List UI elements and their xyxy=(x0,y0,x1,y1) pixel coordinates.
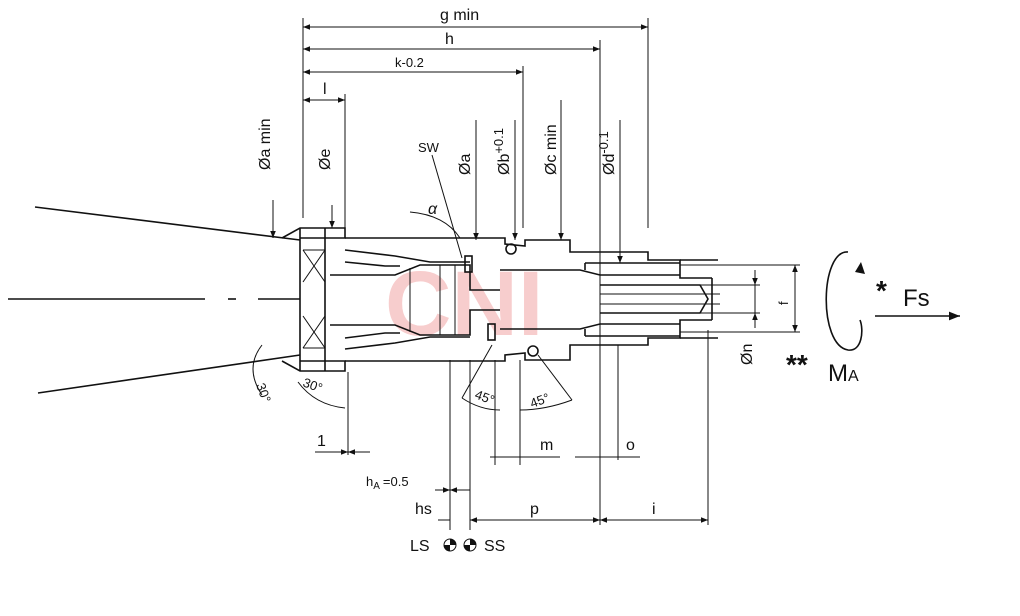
dim-hs: hs xyxy=(415,501,450,521)
label-a: Øa xyxy=(457,154,474,175)
dim-label-hs: hs xyxy=(415,501,432,518)
label-star-single: * xyxy=(876,275,887,306)
callout-a-min: Øa min xyxy=(257,118,276,238)
dim-label-o: o xyxy=(626,437,635,454)
dim-m: m xyxy=(490,437,560,458)
dim-label-g-min: g min xyxy=(440,7,479,24)
force-arrow: * Fs xyxy=(875,275,960,321)
angle-45-right: 45° xyxy=(519,354,573,411)
taper-lines xyxy=(34,206,301,394)
label-ss: SS xyxy=(484,538,505,555)
angle-30-right: 30° xyxy=(297,375,346,409)
ls-ss-legend: LS SS xyxy=(410,538,505,555)
dim-i: i xyxy=(600,501,708,523)
moment-label: ** MA xyxy=(786,349,859,387)
dim-label-f: f xyxy=(776,301,791,305)
callout-d: Ød-0.1 xyxy=(596,120,623,263)
dim-label-l-top: l xyxy=(323,81,327,98)
dim-l-bottom: 1 xyxy=(315,433,370,455)
dim-label-ha: hA=0.5 xyxy=(366,474,409,492)
label-ma: MA xyxy=(828,360,859,387)
dim-h: h xyxy=(303,31,600,52)
torque-symbol xyxy=(825,251,865,351)
callout-sw: SW α xyxy=(418,140,463,259)
label-b: Øb+0.1 xyxy=(491,128,513,175)
dim-f: f xyxy=(776,265,798,332)
angle-45-left: 45° xyxy=(461,344,501,411)
label-e: Øe xyxy=(317,149,334,170)
label-a-min: Øa min xyxy=(257,118,274,170)
extension-lines xyxy=(302,18,800,530)
dim-label-m: m xyxy=(540,437,553,454)
dim-ha: hA=0.5 xyxy=(366,474,470,493)
dim-label-k: k-0.2 xyxy=(395,55,424,70)
dim-label-i: i xyxy=(652,501,656,518)
label-angle-45-right: 45° xyxy=(528,390,552,411)
label-sw: SW xyxy=(418,140,440,155)
dim-label-l-bottom: 1 xyxy=(317,433,326,450)
dim-g-min: g min xyxy=(303,7,648,30)
dim-l-top: l xyxy=(303,81,345,103)
dim-label-h: h xyxy=(445,31,454,48)
label-fs: Fs xyxy=(903,285,930,312)
dim-p: p xyxy=(470,501,600,523)
callout-c-min: Øc min xyxy=(543,100,564,240)
label-angle-45-left: 45° xyxy=(473,387,497,408)
callout-e: Øe xyxy=(317,149,335,228)
dim-label-p: p xyxy=(530,501,539,518)
angle-30-left: 30° xyxy=(252,344,274,405)
dim-label-n: Øn xyxy=(739,344,756,365)
callout-a: Øa xyxy=(457,120,479,240)
label-angle-30-right: 30° xyxy=(301,375,325,396)
callout-b: Øb+0.1 xyxy=(491,120,518,240)
dim-k: k-0.2 xyxy=(303,55,523,75)
label-c-min: Øc min xyxy=(543,124,560,175)
label-star-double: ** xyxy=(786,349,808,380)
dim-o: o xyxy=(575,437,640,458)
label-d: Ød-0.1 xyxy=(596,131,618,175)
label-ls: LS xyxy=(410,538,430,555)
label-alpha: α xyxy=(428,201,438,218)
quadrant-icon-right xyxy=(463,538,477,552)
quadrant-icon-left xyxy=(443,538,457,552)
label-angle-30-left: 30° xyxy=(253,381,274,405)
dim-n: Øn xyxy=(739,270,758,365)
